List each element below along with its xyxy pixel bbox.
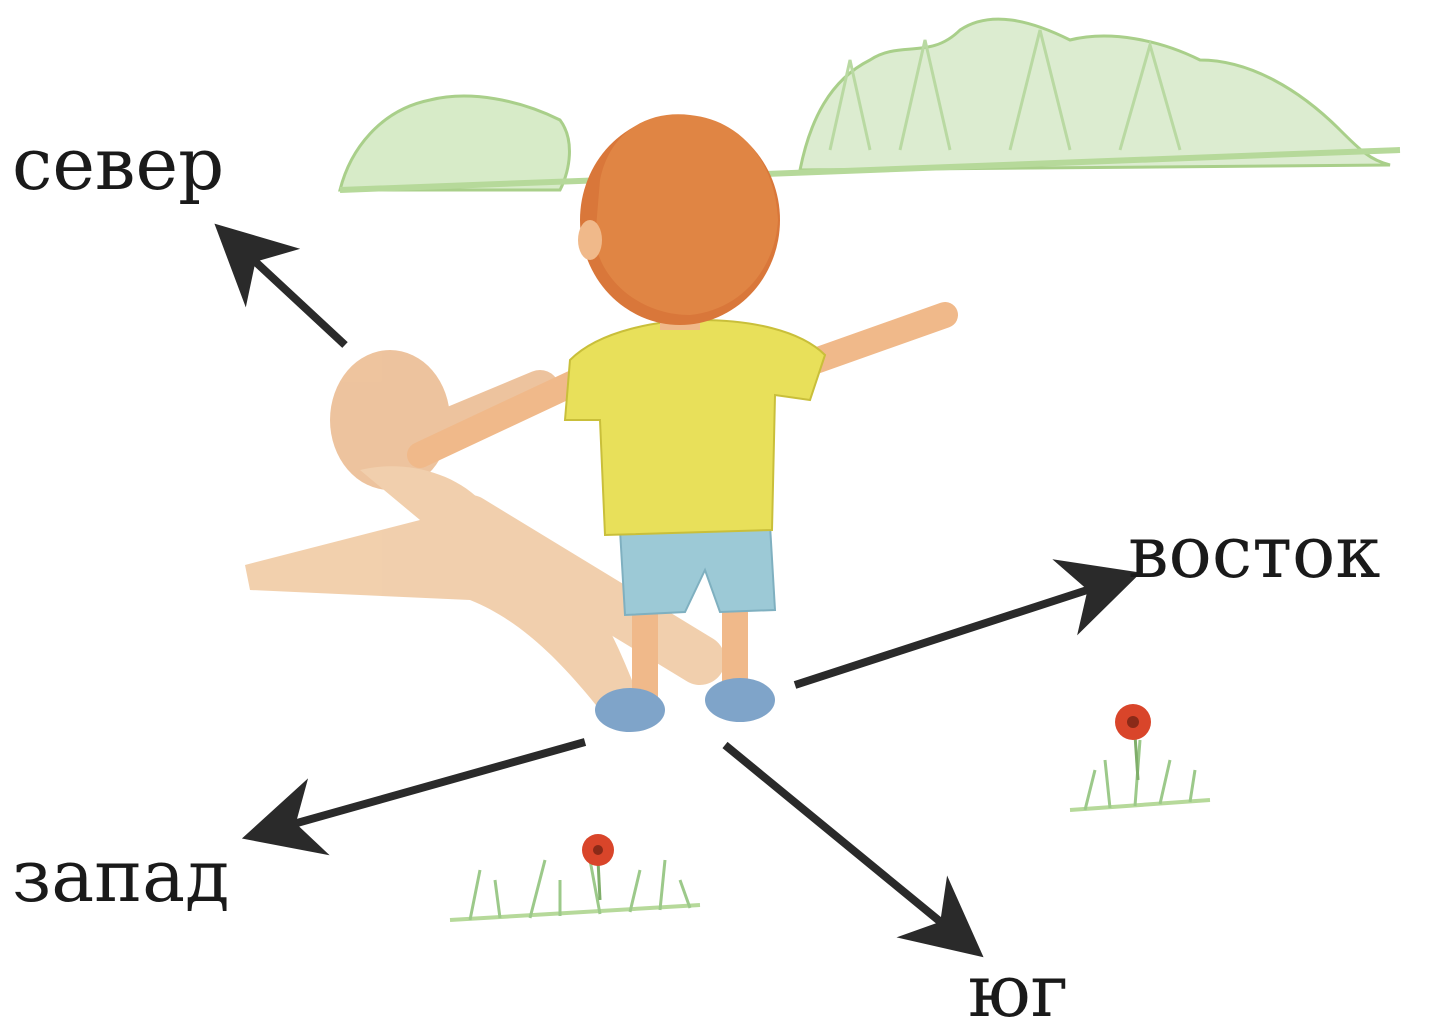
arrow-east — [795, 580, 1118, 685]
flower-right — [1115, 704, 1151, 780]
label-west: запад — [12, 840, 229, 912]
label-south: юг — [968, 955, 1068, 1027]
arrow-north — [232, 240, 345, 345]
label-east: восток — [1128, 516, 1380, 588]
grass-right — [1070, 740, 1210, 810]
label-north: север — [12, 128, 224, 200]
flower-left — [582, 834, 614, 900]
grass-left — [450, 860, 700, 920]
background-trees — [340, 19, 1400, 190]
arrow-west — [265, 742, 585, 832]
arrow-south — [725, 745, 965, 942]
